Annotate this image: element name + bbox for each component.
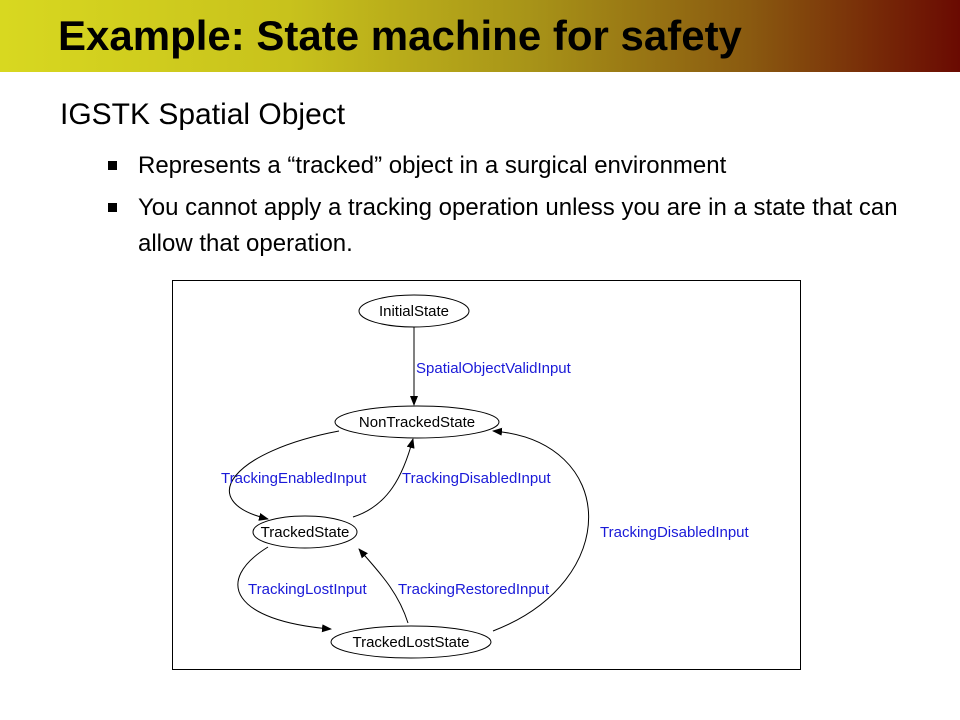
node-initial-state: InitialState xyxy=(358,294,470,328)
edge-label-tracking-lost: TrackingLostInput xyxy=(248,581,368,598)
slide-title: Example: State machine for safety xyxy=(58,12,742,59)
state-diagram-canvas: InitialState NonTrackedState TrackedStat… xyxy=(221,294,750,659)
node-label: InitialState xyxy=(379,303,449,320)
bullet-text: You cannot apply a tracking operation un… xyxy=(138,194,898,257)
node-trackedlost-state: TrackedLostState xyxy=(330,625,492,659)
bullet-text: Represents a “tracked” object in a surgi… xyxy=(138,152,727,179)
node-nontracked-state: NonTrackedState xyxy=(334,405,500,439)
edge-nontracked-to-tracked xyxy=(229,430,340,521)
edge-trackedlost-to-nontracked xyxy=(492,427,589,632)
title-bar: Example: State machine for safety xyxy=(0,0,960,72)
node-label: TrackedLostState xyxy=(352,634,469,651)
bullet-item: You cannot apply a tracking operation un… xyxy=(100,190,930,262)
node-tracked-state: TrackedState xyxy=(252,515,358,549)
node-label: TrackedState xyxy=(261,524,350,541)
edge-label-tracking-disabled: TrackingDisabledInput xyxy=(402,470,552,487)
edge-trackedlost-to-tracked xyxy=(358,548,409,624)
bullet-item: Represents a “tracked” object in a surgi… xyxy=(100,148,930,184)
edge-label-tracking-restored: TrackingRestoredInput xyxy=(398,581,550,598)
edge-label-tracking-disabled-from-lost: TrackingDisabledInput xyxy=(600,524,750,541)
state-diagram: InitialState NonTrackedState TrackedStat… xyxy=(172,280,801,670)
square-bullet-icon xyxy=(108,161,117,170)
section-heading: IGSTK Spatial Object xyxy=(60,98,346,131)
edge-label-tracking-enabled: TrackingEnabledInput xyxy=(221,470,367,487)
bullet-list: Represents a “tracked” object in a surgi… xyxy=(100,148,930,268)
square-bullet-icon xyxy=(108,203,117,212)
node-label: NonTrackedState xyxy=(359,414,475,431)
edge-tracked-to-trackedlost xyxy=(237,546,332,633)
edge-label-spatial-object-valid: SpatialObjectValidInput xyxy=(416,360,572,377)
edge-tracked-to-nontracked xyxy=(352,438,415,518)
